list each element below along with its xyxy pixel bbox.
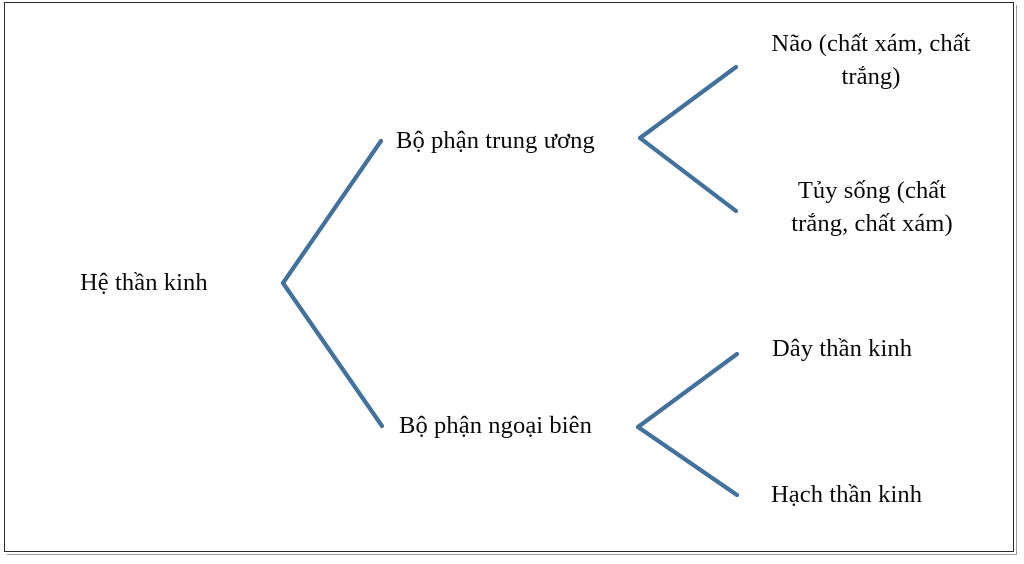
node-root-he-than-kinh: Hệ thần kinh xyxy=(80,269,208,296)
edge-peripheral-to-nerve xyxy=(635,351,740,430)
edge-central-to-spinal-cord xyxy=(637,135,739,214)
edge-central-to-brain xyxy=(637,64,739,141)
edge-root-to-central xyxy=(280,138,384,286)
edge-peripheral-to-ganglion xyxy=(635,424,740,498)
node-branch-central: Bộ phận trung ương xyxy=(396,127,595,154)
node-leaf-nerve: Dây thần kinh xyxy=(772,335,913,362)
node-leaf-ganglion: Hạch thần kinh xyxy=(771,481,923,508)
node-leaf-brain: Não (chất xám, chất trắng) xyxy=(771,30,971,90)
node-branch-peripheral: Bộ phận ngoại biên xyxy=(399,412,593,439)
node-leaf-spinal-cord: Tủy sống (chất trắng, chất xám) xyxy=(791,177,953,237)
edge-root-to-peripheral xyxy=(280,280,385,429)
